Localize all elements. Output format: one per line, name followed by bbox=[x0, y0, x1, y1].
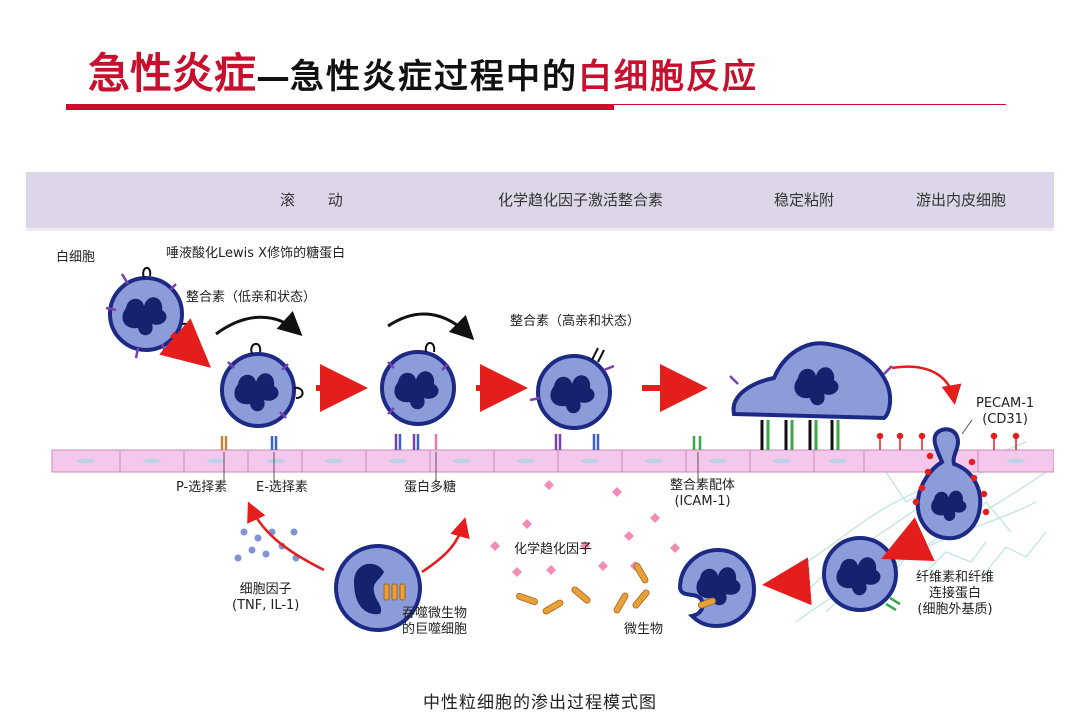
label-macrophage: 吞噬微生物 的巨噬细胞 bbox=[402, 606, 467, 638]
label-matrix-line3: (细胞外基质) bbox=[917, 602, 993, 617]
label-integrin-ligand-line2: (ICAM-1) bbox=[674, 494, 731, 509]
label-integrin-ligand-line1: 整合素配体 bbox=[670, 478, 736, 493]
label-cytokine-line1: 细胞因子 bbox=[239, 582, 292, 597]
leukocyte-in-tissue bbox=[822, 536, 901, 612]
title-underline-thick bbox=[66, 104, 614, 110]
label-cytokine: 细胞因子 (TNF, IL-1) bbox=[232, 582, 299, 614]
endothelial-layer bbox=[51, 449, 1054, 473]
label-macrophage-line1: 吞噬微生物 bbox=[402, 606, 468, 621]
label-matrix-line1: 纤维素和纤维 bbox=[916, 570, 995, 585]
label-integrin-low: 整合素（低亲和状态） bbox=[186, 290, 317, 305]
label-integrin-high: 整合素（高亲和状态） bbox=[510, 314, 641, 329]
leukocyte-rolling-1 bbox=[220, 343, 304, 428]
title-highlight: 白细胞反应 bbox=[578, 57, 759, 97]
title-main: 急性炎症 bbox=[88, 49, 257, 98]
leukocyte-adhered bbox=[729, 341, 893, 421]
stage-transmigration: 游出内皮细胞 bbox=[916, 191, 1007, 209]
stage-rolling: 滚 动 bbox=[280, 191, 357, 209]
label-proteoglycan: 蛋白多糖 bbox=[404, 480, 457, 495]
microbe-particles bbox=[516, 562, 717, 615]
stage-header-bar: 滚 动 化学趋化因子激活整合素 稳定粘附 游出内皮细胞 bbox=[26, 172, 1054, 231]
pecam-1-markers bbox=[876, 432, 1020, 516]
leukocyte-extravasation-diagram: 滚 动 化学趋化因子激活整合素 稳定粘附 游出内皮细胞 bbox=[26, 172, 1054, 640]
label-pecam-line2: (CD31) bbox=[982, 412, 1028, 427]
leukocyte-transmigrating bbox=[915, 427, 983, 541]
title-dash: — bbox=[256, 57, 291, 97]
label-sialyl-lewis: 唾液酸化Lewis X修饰的糖蛋白 bbox=[166, 246, 346, 261]
stage-stable-adhesion: 稳定粘附 bbox=[774, 191, 835, 209]
curved-arrows bbox=[247, 365, 962, 574]
label-e-selectin: E-选择素 bbox=[256, 480, 308, 495]
figure-caption: 中性粒细胞的渗出过程模式图 bbox=[423, 693, 657, 713]
diagram-artwork bbox=[51, 267, 1054, 632]
label-integrin-ligand: 整合素配体 (ICAM-1) bbox=[670, 478, 735, 510]
leukocyte-rolling-2 bbox=[380, 342, 456, 426]
rolling-arrow-1 bbox=[215, 311, 303, 337]
title-underline-thin bbox=[614, 104, 1006, 105]
cytokine-dots bbox=[234, 528, 300, 562]
macrophage bbox=[334, 544, 422, 632]
label-pecam: PECAM-1 (CD31) bbox=[976, 396, 1034, 428]
slide-title: 急性炎症—急性炎症过程中的白细胞反应 bbox=[88, 40, 758, 101]
leukocyte-activated bbox=[529, 347, 615, 430]
label-chemokine: 化学趋化因子 bbox=[514, 542, 593, 557]
label-microbe: 微生物 bbox=[624, 622, 664, 637]
label-matrix-line2: 连接蛋白 bbox=[929, 586, 982, 601]
integrin-icam-bonds bbox=[760, 420, 840, 450]
label-extracellular-matrix: 纤维素和纤维 连接蛋白 (细胞外基质) bbox=[916, 570, 994, 618]
label-leukocyte: 白细胞 bbox=[56, 250, 96, 265]
rolling-arrow-2 bbox=[387, 312, 475, 341]
endothelial-ligands bbox=[220, 434, 702, 450]
leukocyte-free bbox=[105, 267, 192, 359]
label-cytokine-line2: (TNF, IL-1) bbox=[232, 598, 300, 613]
progression-arrows bbox=[159, 318, 935, 606]
chemokine-particles bbox=[458, 480, 680, 577]
leukocyte-phagocytosing bbox=[677, 547, 757, 629]
title-sub: 急性炎症过程中的 bbox=[290, 57, 579, 97]
label-p-selectin: P-选择素 bbox=[176, 480, 228, 495]
stage-integrin-activation: 化学趋化因子激活整合素 bbox=[498, 191, 664, 209]
label-macrophage-line2: 的巨噬细胞 bbox=[402, 622, 468, 637]
label-pecam-line1: PECAM-1 bbox=[976, 396, 1035, 411]
leader-lines bbox=[223, 419, 973, 482]
